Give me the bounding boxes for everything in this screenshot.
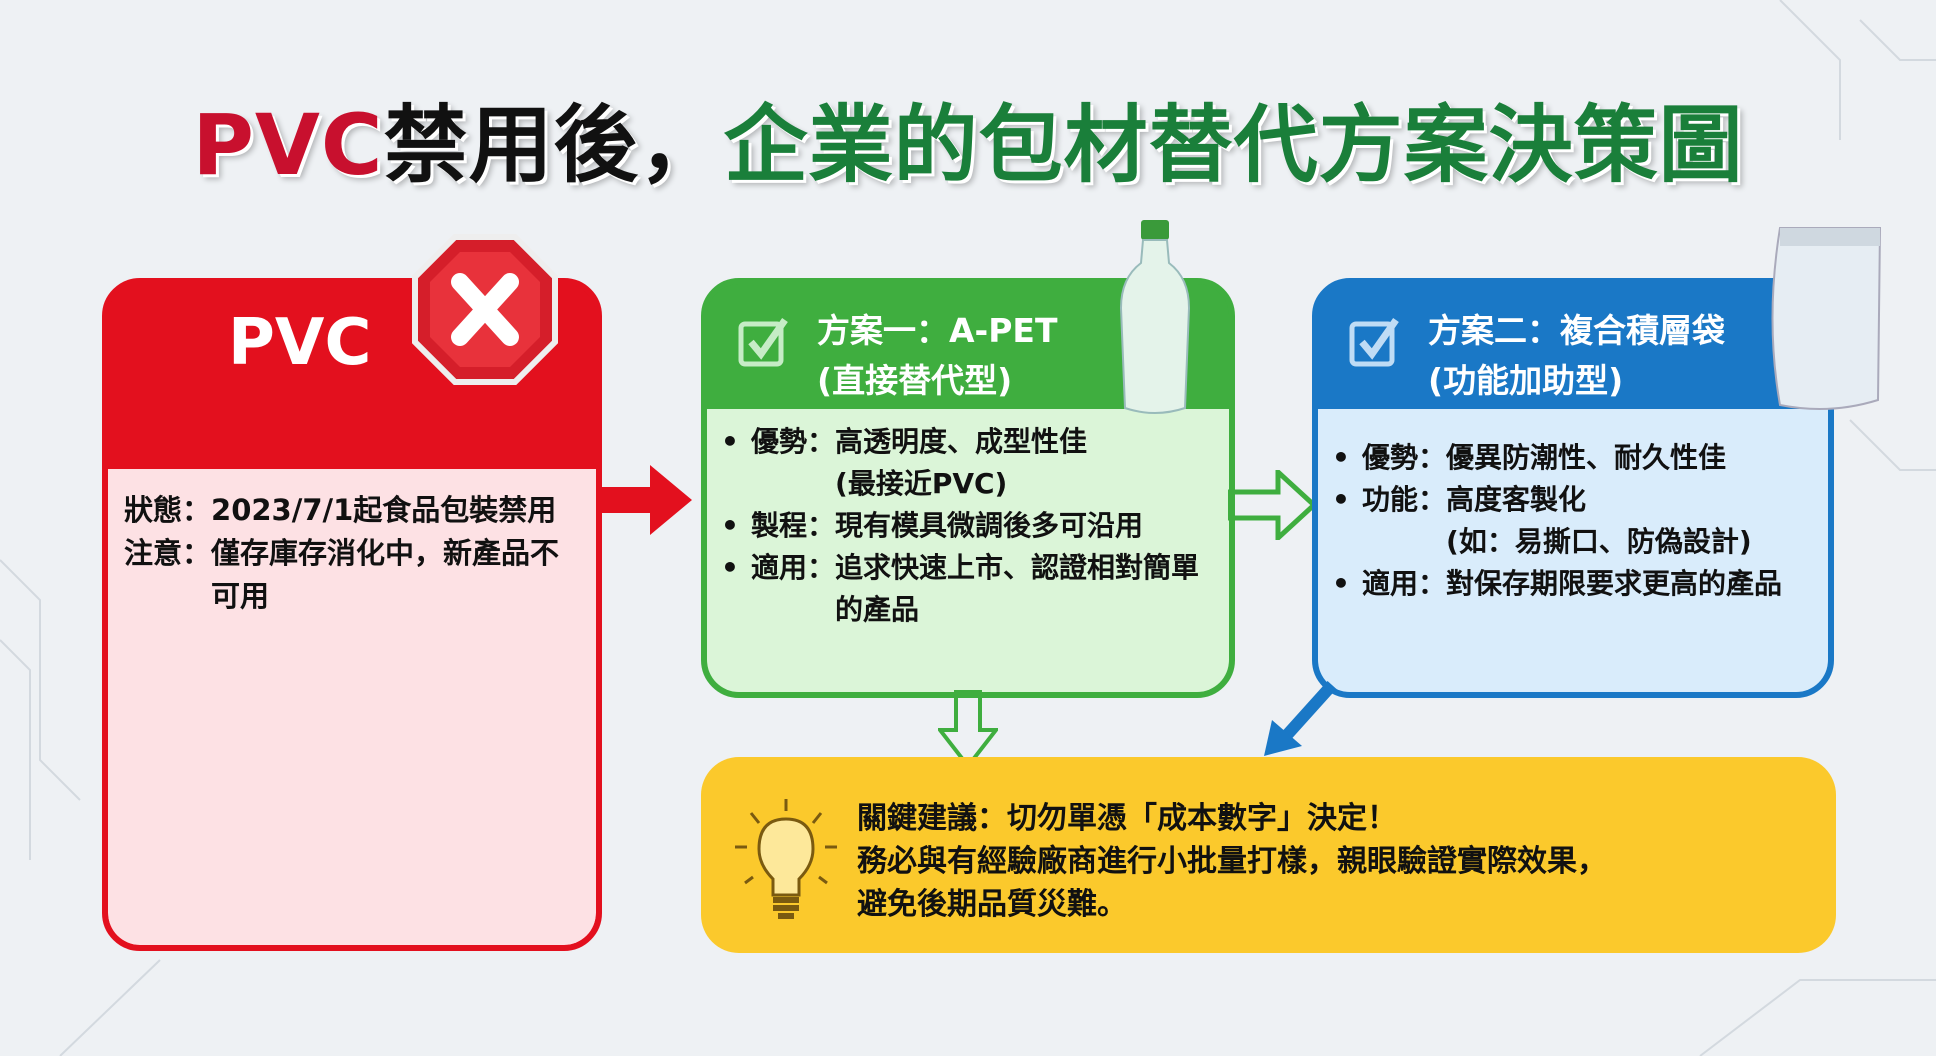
list-item: •優勢：優異防潮性、耐久性佳 (1332, 437, 1814, 479)
title-banned: 禁用後， (383, 96, 724, 194)
note: (最接近PVC) (835, 467, 1008, 500)
label: 功能： (1362, 483, 1447, 516)
value: 優異防潮性、耐久性佳 (1446, 441, 1727, 474)
value: 2023/7/1起食品包裝禁用 (211, 493, 557, 527)
arrow-down-left-blue-icon (1264, 680, 1337, 756)
label: 適用： (1362, 567, 1447, 600)
label: 狀態： (124, 493, 212, 527)
option2-card: 方案二：複合積層袋(功能加助型) •優勢：優異防潮性、耐久性佳 •功能：高度客製… (1312, 278, 1834, 698)
checkbox-icon (1349, 317, 1399, 367)
option2-body: •優勢：優異防潮性、耐久性佳 •功能：高度客製化(如：易撕口、防偽設計) •適用… (1318, 409, 1828, 692)
bottle-icon (1119, 220, 1191, 414)
pvc-body: 狀態：2023/7/1起食品包裝禁用 注意：僅存庫存消化中，新產品不可用 (108, 469, 596, 945)
title-main: 企業的包材替代方案決策圖 (723, 96, 1744, 194)
value: 僅存庫存消化中，新產品不可用 (211, 536, 560, 613)
label: 注意： (124, 536, 212, 570)
option1-body: •優勢：高透明度、成型性佳(最接近PVC) •製程：現有模具微調後多可沿用 •適… (707, 409, 1229, 692)
value: 對保存期限要求更高的產品 (1446, 567, 1783, 600)
arrow-right-red-icon (600, 465, 692, 535)
advice-card: 關鍵建議：切勿單憑「成本數字」決定！ 務必與有經驗廠商進行小批量打樣，親眼驗證實… (701, 757, 1836, 953)
title-pvc: PVC (192, 96, 384, 194)
list-item: •製程：現有模具微調後多可沿用 (721, 505, 1215, 547)
arrow-down-green-icon (938, 690, 998, 770)
note: (如：易撕口、防偽設計) (1446, 525, 1752, 558)
label: 優勢： (751, 425, 836, 458)
list-item: •適用：對保存期限要求更高的產品 (1332, 563, 1814, 605)
option2-title: 方案二：複合積層袋 (1428, 311, 1725, 350)
checkbox-icon (738, 317, 788, 367)
value: 高透明度、成型性佳 (835, 425, 1088, 458)
label: 優勢： (1362, 441, 1447, 474)
advice-line: 務必與有經驗廠商進行小批量打樣，親眼驗證實際效果， (857, 844, 1607, 879)
option1-title: 方案一：A-PET (817, 311, 1058, 350)
pouch-icon (1771, 227, 1882, 410)
lightbulb-icon (735, 799, 837, 919)
page-title: PVC禁用後，企業的包材替代方案決策圖 (0, 78, 1936, 199)
arrow-right-green-icon (1228, 470, 1318, 540)
list-item: •適用：追求快速上市、認證相對簡單的產品 (721, 547, 1215, 631)
label: 適用： (751, 551, 836, 584)
pvc-note: 注意：僅存庫存消化中，新產品不可用 (124, 532, 580, 618)
advice-line: 避免後期品質災難。 (857, 887, 1127, 922)
option1-subtitle: (直接替代型) (817, 361, 1013, 400)
value: 現有模具微調後多可沿用 (835, 509, 1144, 542)
stop-x-icon (412, 234, 558, 385)
pvc-card: PVC 狀態：2023/7/1起食品包裝禁用 注意：僅存庫存消化中，新產品不可用 (102, 278, 602, 951)
option2-subtitle: (功能加助型) (1428, 361, 1624, 400)
label: 製程： (751, 509, 836, 542)
advice-headline: 關鍵建議：切勿單憑「成本數字」決定！ (857, 801, 1397, 836)
value: 高度客製化 (1446, 483, 1587, 516)
pvc-status: 狀態：2023/7/1起食品包裝禁用 (124, 489, 580, 532)
value: 追求快速上市、認證相對簡單的產品 (835, 551, 1200, 626)
list-item: •功能：高度客製化(如：易撕口、防偽設計) (1332, 479, 1814, 563)
pvc-heading: PVC (228, 306, 372, 380)
list-item: •優勢：高透明度、成型性佳(最接近PVC) (721, 421, 1215, 505)
